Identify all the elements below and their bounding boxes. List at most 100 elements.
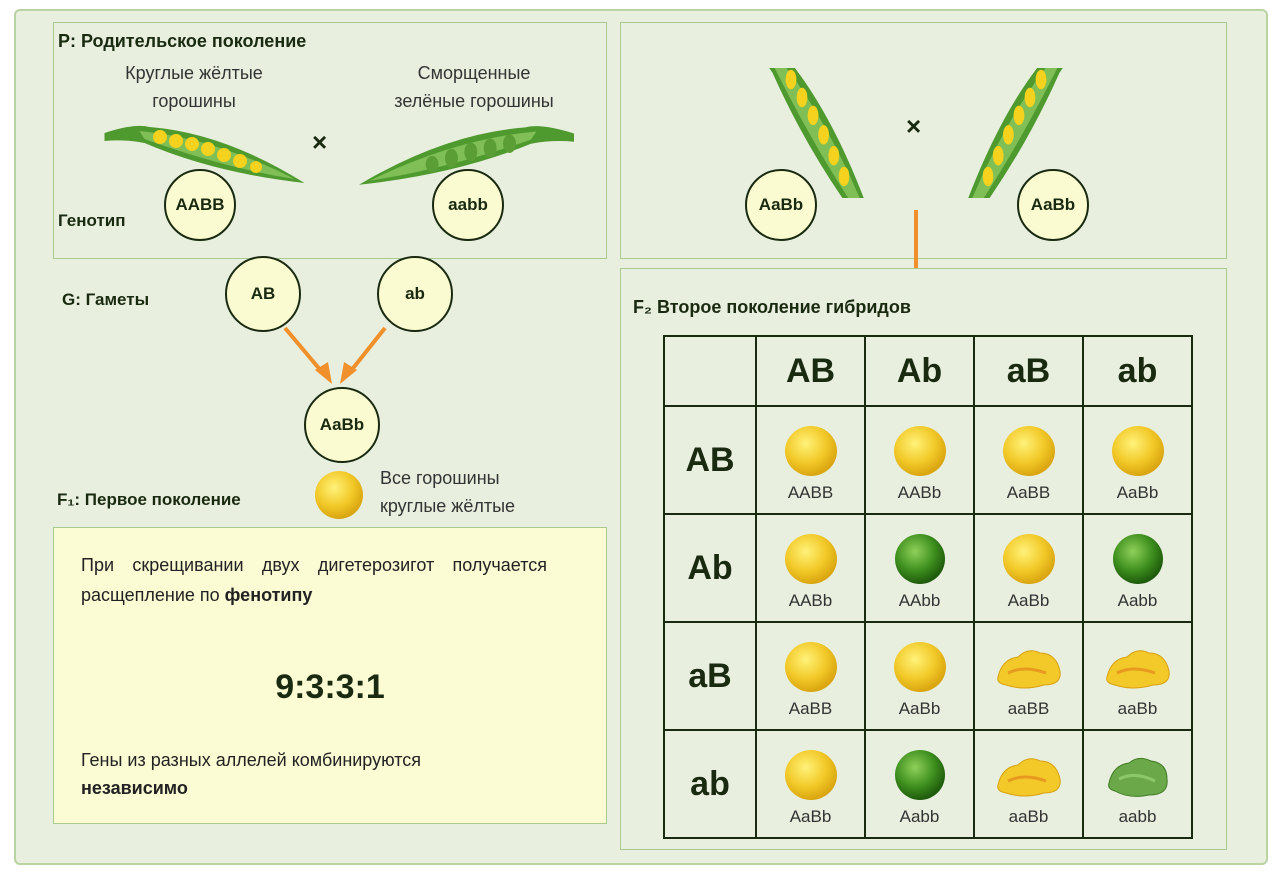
yellow-pea-pod-icon <box>926 68 1106 198</box>
cell-genotype: aabb <box>1118 807 1157 826</box>
desc-line: Все горошины <box>380 468 500 488</box>
punnett-cell: AAbb <box>864 513 975 623</box>
label-line: горошины <box>152 91 236 111</box>
table-row: AB AABB AABb AaBB AaBb <box>663 405 1193 515</box>
punnett-cell: AaBb <box>755 729 866 839</box>
cell-genotype: AaBb <box>789 807 832 826</box>
column-header: ab <box>1082 335 1193 407</box>
column-header: Ab <box>864 335 975 407</box>
table-header-row: AB Ab aB ab <box>663 335 1193 407</box>
yellow-round-pea-icon <box>315 471 363 519</box>
punnett-cell: Aabb <box>864 729 975 839</box>
row-header: Ab <box>663 513 757 623</box>
yellow-round-pea-icon <box>784 642 837 692</box>
cell-genotype: AaBb <box>1007 591 1050 610</box>
parents-box: P: Родительское поколение Круглые жёлтые… <box>53 22 607 259</box>
green-round-pea-icon <box>894 750 945 800</box>
text: Гены из разных аллелей комбинируются <box>81 750 422 770</box>
cell-genotype: AaBb <box>1116 483 1159 502</box>
yellow-wrinkled-pea-icon <box>1105 650 1170 689</box>
label-line: Круглые жёлтые <box>125 63 263 83</box>
f2-title: F₂ Второе поколение гибридов <box>633 297 911 317</box>
empty-corner <box>663 335 757 407</box>
label-line: Сморщенные <box>417 63 531 83</box>
cell-genotype: AABb <box>897 483 942 502</box>
punnett-cell: AABb <box>755 513 866 623</box>
column-header: aB <box>973 335 1084 407</box>
yellow-round-pea-icon <box>784 750 837 800</box>
bold-text: независимо <box>81 778 188 798</box>
yellow-pea-pod-icon <box>726 68 906 198</box>
right-parent-label: Сморщенные зелёные горошины <box>364 59 584 115</box>
yellow-round-pea-icon <box>893 642 946 692</box>
cell-genotype: AaBB <box>1006 483 1051 502</box>
cross-symbol: × <box>906 111 922 141</box>
genotype-label: Генотип <box>58 211 126 230</box>
gamete-circle: AB <box>225 256 301 332</box>
punnett-cell: Aabb <box>1082 513 1193 623</box>
cell-genotype: AABb <box>788 591 833 610</box>
f1-genotype-circle: AaBb <box>304 387 380 463</box>
punnett-cell: AaBb <box>973 513 1084 623</box>
punnett-cell: AABB <box>755 405 866 515</box>
genotype-circle: AaBb <box>745 169 817 241</box>
genotype-circle: AABB <box>164 169 236 241</box>
cross-symbol: × <box>312 127 328 157</box>
cell-genotype: AABB <box>787 483 834 502</box>
cell-genotype: aaBB <box>1007 699 1050 718</box>
cell-genotype: Aabb <box>1117 591 1158 610</box>
bold-text: фенотипу <box>224 585 313 605</box>
yellow-round-pea-icon <box>1002 534 1055 584</box>
left-parent-label: Круглые жёлтые горошины <box>94 59 294 115</box>
info-text-2: Гены из разных аллелей комбинируются нез… <box>81 746 547 802</box>
punnett-cell: AaBb <box>1082 405 1193 515</box>
cell-genotype: AaBB <box>788 699 833 718</box>
f1-cross-box: × AaBb AaBb <box>620 22 1227 259</box>
column-header: AB <box>755 335 866 407</box>
punnett-cell: AaBb <box>864 621 975 731</box>
cell-genotype: aaBb <box>1008 807 1049 826</box>
row-header: aB <box>663 621 757 731</box>
green-round-pea-icon <box>1112 534 1163 584</box>
punnett-cell: aaBb <box>1082 621 1193 731</box>
cell-genotype: aaBb <box>1117 699 1158 718</box>
yellow-pea-pod-icon <box>102 113 307 193</box>
info-text-1: При скрещивании двух дигетерозигот получ… <box>81 550 547 610</box>
yellow-wrinkled-pea-icon <box>996 758 1061 797</box>
green-round-pea-icon <box>894 534 945 584</box>
yellow-round-pea-icon <box>784 426 837 476</box>
punnett-cell: AaBB <box>973 405 1084 515</box>
green-wrinkled-pea-icon <box>1107 757 1168 797</box>
punnett-cell: AABb <box>864 405 975 515</box>
cell-genotype: AaBb <box>898 699 941 718</box>
yellow-round-pea-icon <box>1111 426 1164 476</box>
ratio: 9:3:3:1 <box>275 668 385 706</box>
desc-line: круглые жёлтые <box>380 496 516 516</box>
cell-genotype: AAbb <box>898 591 941 610</box>
row-header: ab <box>663 729 757 839</box>
genotype-circle: AaBb <box>1017 169 1089 241</box>
yellow-round-pea-icon <box>893 426 946 476</box>
info-box: При скрещивании двух дигетерозигот получ… <box>53 527 607 824</box>
gametes-label: G: Гаметы <box>62 290 150 309</box>
f1-description: Все горошины круглые жёлтые <box>380 464 515 520</box>
punnett-cell: AaBB <box>755 621 866 731</box>
label-line: зелёные горошины <box>394 91 554 111</box>
row-header: AB <box>663 405 757 515</box>
punnett-cell: aabb <box>1082 729 1193 839</box>
yellow-round-pea-icon <box>784 534 837 584</box>
yellow-wrinkled-pea-icon <box>996 650 1061 689</box>
green-pea-pod-icon <box>359 113 574 195</box>
f1-label: F₁: Первое поколение <box>57 490 241 509</box>
cell-genotype: Aabb <box>899 807 940 826</box>
gamete-circle: ab <box>377 256 453 332</box>
punnett-cell: aaBb <box>973 729 1084 839</box>
yellow-round-pea-icon <box>1002 426 1055 476</box>
gamete-arrows <box>283 326 387 384</box>
table-row: aB AaBB AaBb aaBB aaBb <box>663 621 1193 731</box>
genotype-circle: aabb <box>432 169 504 241</box>
text: При скрещивании двух дигетерозигот получ… <box>81 555 547 605</box>
